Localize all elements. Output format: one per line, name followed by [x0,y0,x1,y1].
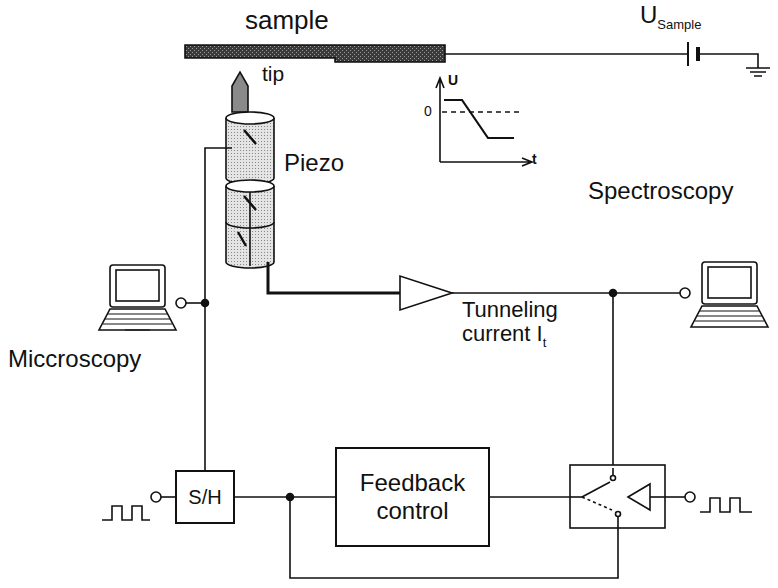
signal-wire [235,496,335,498]
axis-label: t [532,152,537,167]
amplifier-symbol [400,276,452,310]
box-label: Feedback control [342,469,483,524]
sample-wire [445,53,688,55]
voltage-subscript: Sample [657,17,701,32]
switch-wire [490,496,570,498]
sample-bar [185,45,445,62]
battery-plate [687,42,689,66]
current-label: Tunneling current It [462,298,572,350]
box-label: S/H [188,486,221,509]
ground-symbol [746,68,770,76]
feedback-box: Feedback control [335,447,490,547]
voltage-ramp-plot [436,78,532,166]
microscopy-label: Miccroscopy [8,346,141,372]
current-wire [268,262,400,293]
clock-pulse [102,506,150,520]
clock-pulse [700,498,752,512]
axis-label: 0 [424,104,432,119]
z-voltage-wire [205,148,232,470]
ground-wire [698,54,758,68]
sample-label: sample [245,6,329,35]
laptop-icon [691,262,768,327]
sample-hold-box: S/H [175,470,235,524]
laptop-icon [99,265,176,330]
axis-label: U [448,73,458,88]
piezo-tube [226,112,274,268]
piezo-label: Piezo [284,150,344,176]
switch-box [570,465,665,528]
amplifier-output [452,292,680,294]
input-terminal [685,492,695,502]
switch-input [612,293,614,468]
tip-symbol [232,72,248,112]
spectroscopy-label: Spectroscopy [588,178,733,204]
input-terminal [151,492,161,502]
current-subscript: t [543,335,547,350]
voltage-symbol: USample [640,2,701,32]
tip-label: tip [262,62,284,85]
